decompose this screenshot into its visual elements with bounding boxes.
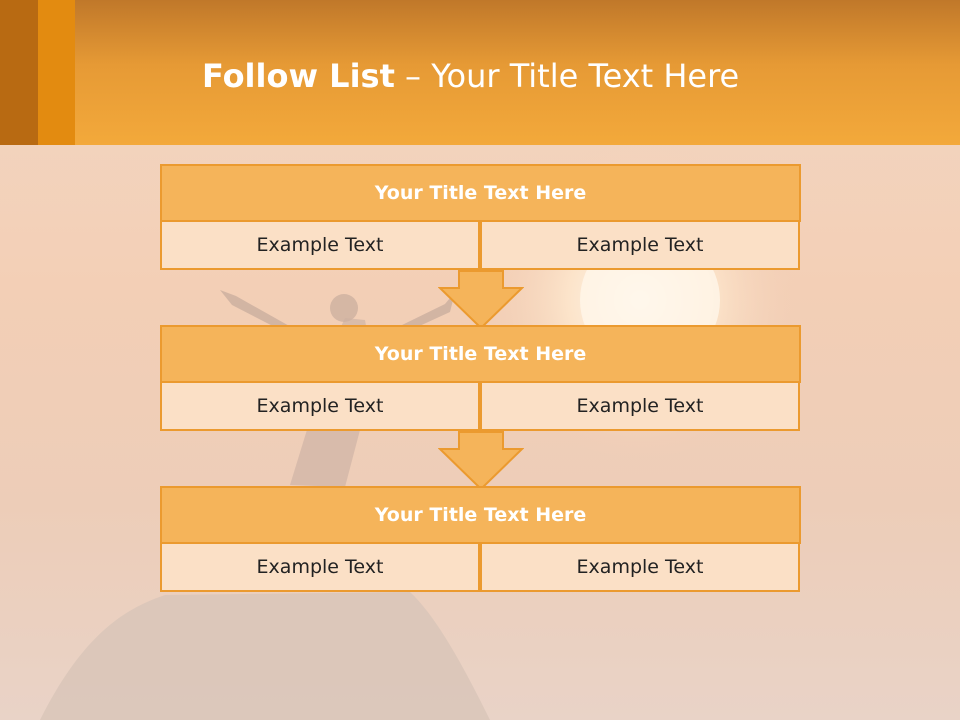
header-accent-stripe: [38, 0, 75, 145]
block-left-cell: Example Text: [160, 220, 480, 270]
block-left-cell: Example Text: [160, 542, 480, 592]
slide-title: Follow List – Your Title Text Here: [202, 52, 739, 100]
block-left-cell: Example Text: [160, 381, 480, 431]
slide-title-bold: Follow List: [202, 57, 395, 95]
block-title: Your Title Text Here: [160, 325, 801, 383]
block-title: Your Title Text Here: [160, 164, 801, 222]
block-right-cell: Example Text: [480, 542, 800, 592]
down-arrow-icon: [438, 431, 524, 491]
block-right-cell: Example Text: [480, 220, 800, 270]
block-right-cell: Example Text: [480, 381, 800, 431]
slide-title-rest: – Your Title Text Here: [394, 57, 740, 95]
header-accent-stripe: [0, 0, 38, 145]
block-title: Your Title Text Here: [160, 486, 801, 544]
down-arrow-icon: [438, 270, 524, 330]
header-bar: [0, 0, 960, 145]
